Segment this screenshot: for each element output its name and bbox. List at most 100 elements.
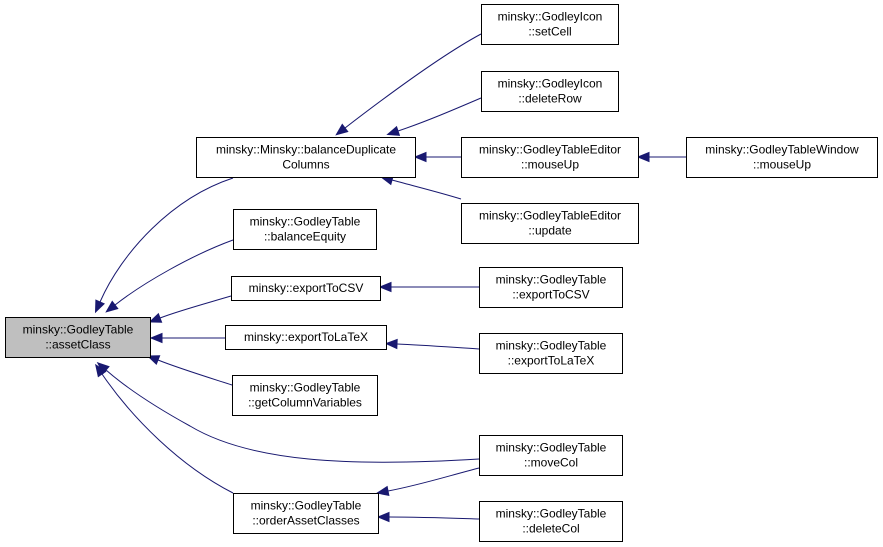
node-label-line: minsky::exportToCSV bbox=[249, 281, 364, 295]
node-label-line: ::moveCol bbox=[524, 456, 578, 470]
node-box bbox=[233, 209, 377, 250]
node-exportToCSV[interactable]: minsky::exportToCSV bbox=[231, 276, 381, 301]
edge-line bbox=[157, 359, 233, 386]
edge-arrowhead bbox=[105, 300, 119, 313]
node-label-line: ::deleteCol bbox=[522, 522, 579, 536]
edges-layer bbox=[94, 33, 686, 523]
node-label-line: ::assetClass bbox=[45, 338, 110, 352]
edge-line bbox=[344, 33, 482, 129]
node-box bbox=[461, 137, 639, 178]
edge-arrowhead bbox=[378, 281, 392, 293]
edge-line bbox=[105, 369, 480, 463]
node-exportToLaTeX[interactable]: minsky::exportToLaTeX bbox=[225, 325, 387, 350]
edge-exportToCSV-to-assetClass bbox=[148, 295, 232, 323]
edge-orderAssetClasses-to-assetClass bbox=[95, 363, 234, 494]
edge-arrowhead bbox=[636, 151, 650, 163]
node-label-line: minsky::Minsky::balanceDuplicate bbox=[216, 143, 396, 157]
node-label-line: ::getColumnVariables bbox=[248, 396, 362, 410]
node-label-line: ::exportToCSV bbox=[512, 288, 589, 302]
node-deleteCol[interactable]: minsky::GodleyTable::deleteCol bbox=[479, 501, 623, 542]
edge-line bbox=[101, 373, 234, 494]
node-getColumnVariables[interactable]: minsky::GodleyTable::getColumnVariables bbox=[232, 375, 378, 416]
node-box bbox=[686, 137, 878, 178]
edge-deleteRow-to-balanceDup bbox=[386, 97, 482, 136]
node-box bbox=[479, 267, 623, 308]
edge-tableExportToCSV-to-exportToCSV bbox=[378, 281, 479, 293]
edge-arrowhead bbox=[148, 312, 163, 323]
edge-line bbox=[391, 179, 462, 200]
node-box bbox=[479, 435, 623, 476]
edge-line bbox=[387, 467, 480, 492]
node-box bbox=[196, 137, 416, 178]
edge-arrowhead bbox=[386, 125, 401, 136]
node-label-line: minsky::GodleyTable bbox=[496, 273, 607, 287]
node-label-line: minsky::GodleyTable bbox=[250, 215, 361, 229]
edge-deleteCol-to-orderAssetClasses bbox=[376, 511, 480, 523]
node-orderAssetClasses[interactable]: minsky::GodleyTable::orderAssetClasses bbox=[233, 493, 379, 534]
node-tableExportToCSV[interactable]: minsky::GodleyTable::exportToCSV bbox=[479, 267, 623, 308]
edge-line bbox=[159, 295, 232, 319]
node-deleteRow[interactable]: minsky::GodleyIcon::deleteRow bbox=[481, 71, 619, 112]
edge-arrowhead bbox=[95, 363, 107, 378]
edge-line bbox=[396, 343, 480, 350]
edge-arrowhead bbox=[149, 332, 163, 344]
node-label-line: minsky::GodleyTable bbox=[23, 323, 134, 337]
node-box bbox=[481, 71, 619, 112]
node-label-line: minsky::exportToLaTeX bbox=[244, 330, 368, 344]
edge-balanceEquity-to-assetClass bbox=[105, 239, 234, 313]
edge-editorMouseUp-to-balanceDup bbox=[413, 151, 461, 163]
node-label-line: minsky::GodleyTable bbox=[250, 381, 361, 395]
node-label-line: minsky::GodleyTable bbox=[496, 441, 607, 455]
node-label-line: minsky::GodleyIcon bbox=[498, 77, 603, 91]
node-label-line: ::orderAssetClasses bbox=[252, 514, 359, 528]
node-assetClass[interactable]: minsky::GodleyTable::assetClass bbox=[5, 317, 151, 358]
node-label-line: ::balanceEquity bbox=[264, 230, 346, 244]
node-label-line: ::mouseUp bbox=[753, 158, 811, 172]
node-label-line: ::mouseUp bbox=[521, 158, 579, 172]
node-label-line: minsky::GodleyTable bbox=[251, 499, 362, 513]
edge-line bbox=[397, 97, 482, 132]
nodes-layer: minsky::GodleyTable::assetClass minsky::M… bbox=[5, 4, 878, 542]
node-windowMouseUp[interactable]: minsky::GodleyTableWindow::mouseUp bbox=[686, 137, 878, 178]
node-label-line: ::setCell bbox=[528, 25, 571, 39]
edge-getColumnVariables-to-assetClass bbox=[146, 355, 233, 386]
node-moveCol[interactable]: minsky::GodleyTable::moveCol bbox=[479, 435, 623, 476]
node-label-line: minsky::GodleyTableEditor bbox=[479, 209, 621, 223]
edge-moveCol-to-orderAssetClasses bbox=[375, 467, 480, 497]
edge-exportToLaTeX-to-assetClass bbox=[149, 332, 225, 344]
edge-line bbox=[114, 239, 234, 306]
node-box bbox=[225, 325, 387, 350]
node-tableExportToLaTeX[interactable]: minsky::GodleyTable::exportToLaTeX bbox=[479, 333, 623, 374]
node-label-line: minsky::GodleyTableEditor bbox=[479, 143, 621, 157]
node-box bbox=[479, 501, 623, 542]
node-box bbox=[5, 317, 151, 358]
node-label-line: ::update bbox=[528, 224, 572, 238]
edge-arrowhead bbox=[376, 511, 390, 523]
edge-arrowhead bbox=[375, 485, 390, 497]
edge-tableExportToLaTeX-to-exportToLaTeX bbox=[384, 338, 480, 350]
node-box bbox=[231, 276, 381, 301]
edge-arrowhead bbox=[413, 151, 427, 163]
node-label-line: ::exportToLaTeX bbox=[508, 354, 595, 368]
edge-setCell-to-balanceDup bbox=[335, 33, 482, 136]
node-label-line: minsky::GodleyTable bbox=[496, 507, 607, 521]
node-editorMouseUp[interactable]: minsky::GodleyTableEditor::mouseUp bbox=[461, 137, 639, 178]
node-box bbox=[479, 333, 623, 374]
edge-line bbox=[388, 516, 480, 520]
node-label-line: minsky::GodleyTableWindow bbox=[705, 143, 859, 157]
edge-editorUpdate-to-balanceDup bbox=[380, 175, 462, 200]
node-balanceEquity[interactable]: minsky::GodleyTable::balanceEquity bbox=[233, 209, 377, 250]
node-editorUpdate[interactable]: minsky::GodleyTableEditor::update bbox=[461, 203, 639, 244]
edge-line bbox=[99, 177, 234, 303]
node-box bbox=[481, 4, 619, 45]
node-setCell[interactable]: minsky::GodleyIcon::setCell bbox=[481, 4, 619, 45]
node-box bbox=[461, 203, 639, 244]
edge-windowMouseUp-to-editorMouseUp bbox=[636, 151, 686, 163]
edge-balanceDup-to-assetClass bbox=[94, 177, 234, 314]
node-box bbox=[232, 375, 378, 416]
edge-arrowhead bbox=[94, 299, 105, 314]
edge-arrowhead bbox=[335, 123, 349, 136]
edge-arrowhead bbox=[384, 338, 398, 350]
